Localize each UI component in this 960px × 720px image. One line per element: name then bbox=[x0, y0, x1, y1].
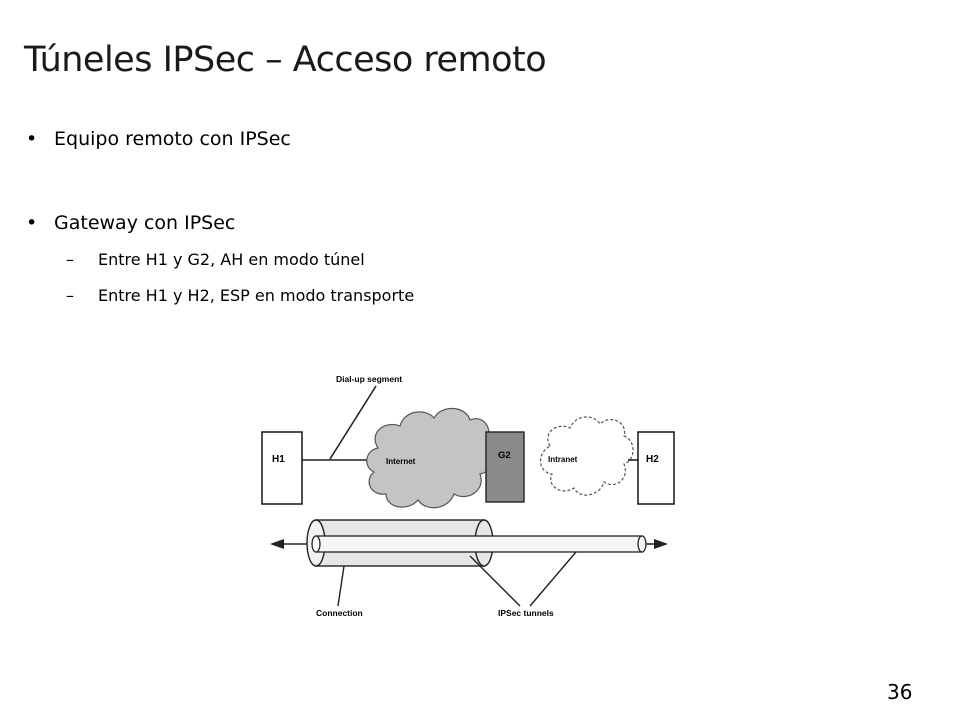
sub-bullet-symbol: – bbox=[66, 250, 74, 269]
g2-box bbox=[485, 431, 525, 503]
intranet-cloud-shape bbox=[539, 416, 634, 496]
esp-tunnel bbox=[311, 535, 647, 553]
bullet-symbol: • bbox=[26, 128, 38, 150]
bullet-symbol: • bbox=[26, 212, 38, 234]
esp-tunnel-body bbox=[315, 535, 643, 553]
esp-tunnel-end bbox=[637, 535, 647, 553]
connection-arrow-right bbox=[654, 539, 668, 549]
dialup-label: Dial-up segment bbox=[336, 374, 402, 384]
tunnels-pointer-2 bbox=[529, 551, 577, 607]
tunnels-pointer-1 bbox=[469, 555, 521, 607]
bullet-text: Gateway con IPSec bbox=[54, 212, 236, 234]
ipsec-remote-access-diagram: Dial-up segment H1 Internet G2 Intranet … bbox=[261, 374, 675, 618]
connection-label: Connection bbox=[316, 608, 363, 618]
bullet-text: Equipo remoto con IPSec bbox=[54, 128, 291, 150]
connection-arrow-left bbox=[270, 539, 284, 549]
esp-tunnel-front bbox=[311, 535, 321, 553]
connection-pointer bbox=[337, 565, 345, 607]
h1-box bbox=[261, 431, 303, 505]
page-number: 36 bbox=[887, 680, 913, 704]
h2-label: H2 bbox=[646, 454, 659, 465]
dialup-pointer bbox=[329, 385, 377, 460]
intranet-cloud: Intranet bbox=[539, 416, 634, 496]
slide-title: Túneles IPSec – Acceso remoto bbox=[24, 40, 547, 80]
sub-bullet-text: Entre H1 y G2, AH en modo túnel bbox=[98, 250, 365, 269]
sub-bullet-text: Entre H1 y H2, ESP en modo transporte bbox=[98, 286, 415, 305]
intranet-label: Intranet bbox=[548, 455, 578, 464]
g2-label: G2 bbox=[498, 450, 511, 461]
internet-cloud-shape bbox=[366, 407, 494, 509]
h2-box bbox=[637, 431, 675, 505]
internet-cloud: Internet bbox=[366, 407, 494, 509]
sub-bullet-symbol: – bbox=[66, 286, 74, 305]
tunnels-label: IPSec tunnels bbox=[498, 608, 554, 618]
h1-label: H1 bbox=[272, 454, 285, 465]
internet-label: Internet bbox=[386, 457, 416, 466]
